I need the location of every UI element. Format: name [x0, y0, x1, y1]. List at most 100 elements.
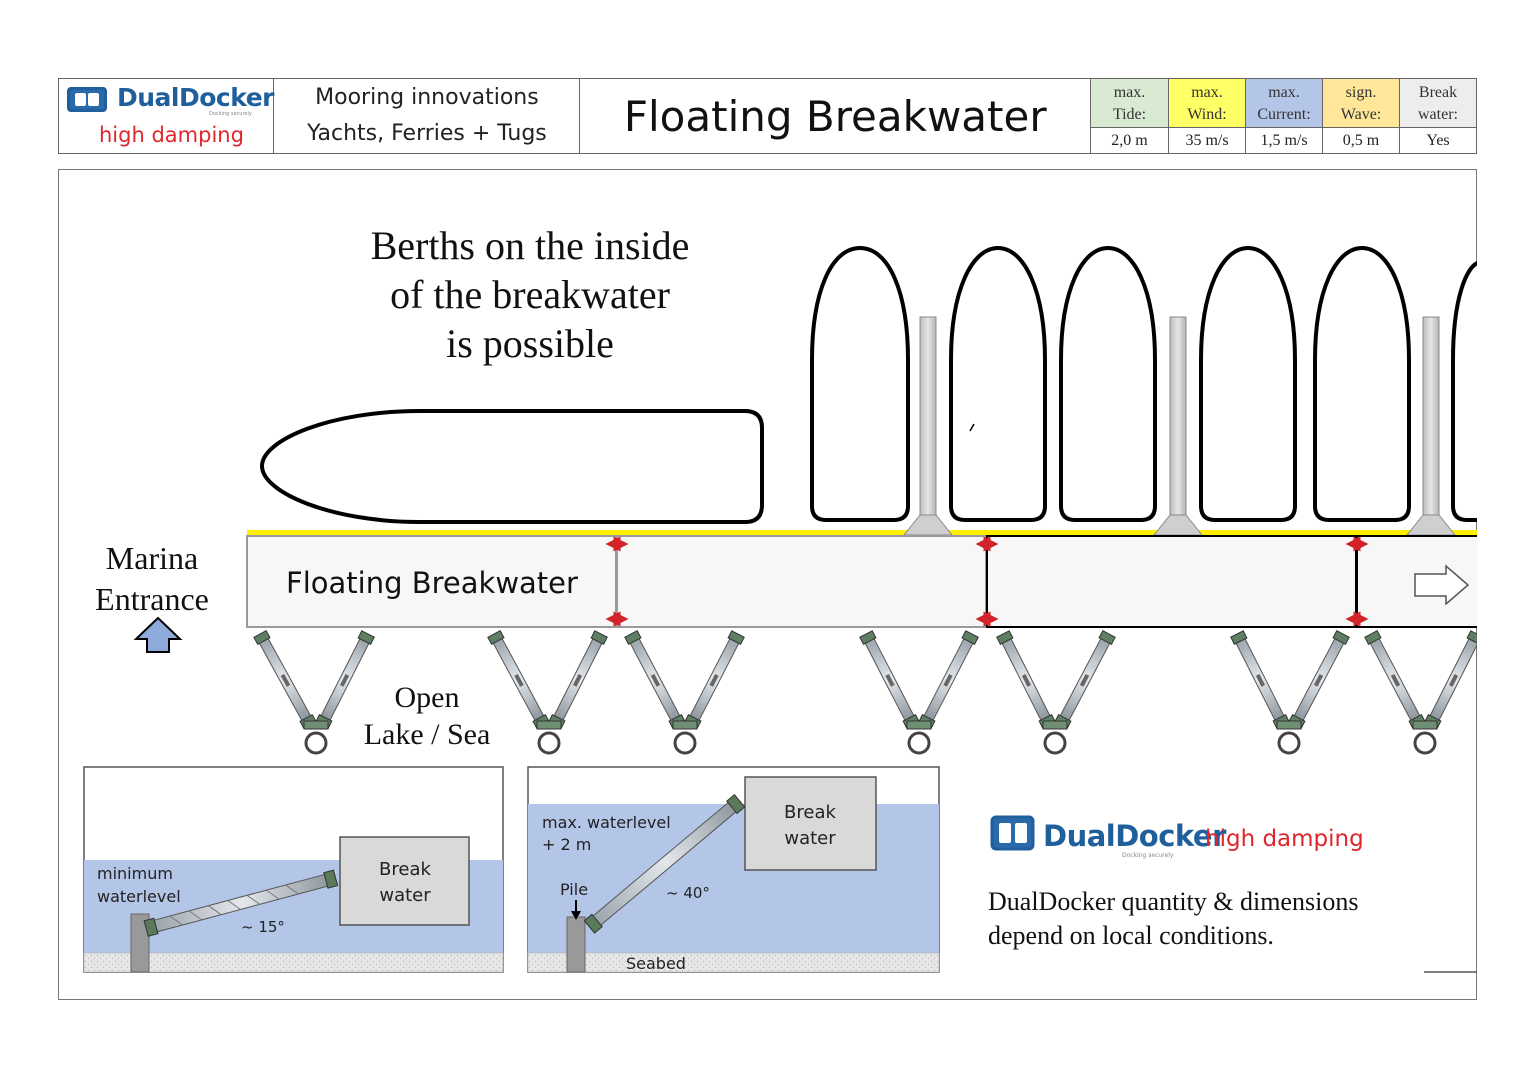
- berth-boat-6-partial: [1451, 261, 1477, 522]
- dualdocker-arm: [1288, 630, 1350, 729]
- breakwater-section-3: [986, 535, 1357, 628]
- header-logo-text: DualDocker: [117, 83, 274, 112]
- dualdocker-arm: [918, 630, 979, 729]
- tagline-line1: Mooring innovations: [315, 85, 539, 110]
- header-logo-tagline: high damping: [99, 123, 244, 147]
- finger-pier-2: [1152, 316, 1204, 536]
- anchor-ring-icon: [1277, 731, 1301, 755]
- detail1-angle: ~ 15°: [241, 918, 285, 936]
- detail2-angle: ~ 40°: [666, 884, 710, 902]
- berth-boat-2: [949, 245, 1047, 522]
- entrance-text-line1: Marina: [106, 540, 198, 576]
- anchor-bracket: [536, 720, 562, 730]
- anchor-bracket: [906, 720, 932, 730]
- detail1-min-line2: waterlevel: [97, 887, 181, 906]
- footer-logo: DualDocker Docking securely high damping: [990, 815, 1364, 859]
- spec-tide-label2: Tide:: [1112, 106, 1147, 123]
- dualdocker-arm: [253, 629, 317, 730]
- spec-breakwater-label2: water:: [1418, 106, 1458, 123]
- spec-tide-label1: max.: [1113, 84, 1146, 101]
- footer-note-line1: DualDocker quantity & dimensions: [988, 887, 1358, 916]
- header-logo-subtext: Docking securely: [209, 111, 252, 117]
- breakwater-label: Floating Breakwater: [286, 566, 578, 600]
- dualdocker-arm: [1230, 630, 1290, 729]
- breakwater-section-1: [246, 535, 617, 628]
- detail2-box-line1: Break: [784, 802, 836, 823]
- entrance-arrow-icon: [133, 616, 183, 653]
- dualdocker-arm: [684, 630, 745, 729]
- spec-tide-label: max. Tide:: [1091, 79, 1168, 128]
- spec-current: max.Current: 1,5 m/s: [1245, 79, 1322, 153]
- entrance-text-line2: Entrance: [95, 581, 209, 617]
- spec-tide: max. Tide: 2,0 m: [1091, 79, 1168, 153]
- anchor-bracket: [303, 720, 329, 730]
- detail-minimum-waterlevel: Break water minimum waterlevel ~ 15°: [83, 766, 504, 973]
- detail1-box-line2: water: [379, 885, 431, 906]
- detail-maximum-waterlevel: Break water max. waterlevel + 2 m Pile ~…: [527, 766, 940, 973]
- dualdocker-arm: [1364, 630, 1426, 729]
- spec-wind: max.Wind: 35 m/s: [1168, 79, 1245, 153]
- spec-wind-label1: max.: [1191, 84, 1223, 101]
- spec-breakwater-label1: Break: [1418, 84, 1458, 101]
- spec-wave-label: sign. Wave:: [1323, 79, 1399, 128]
- header-logo-cell: DualDocker Docking securely high damping: [59, 79, 274, 153]
- breakwater-yellow-edge: [247, 530, 1477, 536]
- footer-logo-subtext: Docking securely: [1122, 852, 1174, 859]
- dualdocker-arm: [1054, 630, 1116, 729]
- dualdocker-arm: [624, 630, 686, 729]
- open-water-line1: Open: [395, 681, 460, 714]
- finger-pier-3: [1405, 316, 1457, 536]
- open-water-line2: Lake / Sea: [364, 718, 491, 751]
- anchor-ring-icon: [537, 731, 561, 755]
- spec-table: max.Tide: 2,0 m max.Wind: 35 m/s max.Cur…: [1091, 79, 1476, 153]
- page-title: Floating Breakwater: [580, 79, 1091, 153]
- spec-current-label: max.Current:: [1246, 79, 1322, 128]
- boat-alongside: [259, 409, 764, 524]
- anchor-bracket: [1276, 720, 1302, 730]
- berths-text-line2: of the breakwater: [390, 272, 670, 317]
- spec-wind-label2: Wind:: [1187, 106, 1227, 123]
- detail2-box-line2: water: [784, 828, 836, 849]
- berth-boat-5: [1313, 245, 1411, 522]
- dualdocker-arm: [859, 630, 920, 729]
- joint-connectors: [605, 536, 1369, 627]
- berths-text-line1: Berths on the inside: [371, 223, 690, 268]
- spec-tide-value: 2,0 m: [1111, 132, 1148, 149]
- footer-note-line2: depend on local conditions.: [988, 921, 1274, 950]
- spec-breakwater-label: Break water:: [1400, 79, 1476, 128]
- spec-wave: sign. Wave: 0,5 m: [1322, 79, 1399, 153]
- mooring-arms: [253, 629, 1477, 755]
- detail2-max-line2: + 2 m: [542, 835, 591, 854]
- spec-breakwater-value: Yes: [1426, 132, 1450, 149]
- berth-boat-1: [810, 245, 910, 522]
- dualdocker-logo-icon: [67, 87, 107, 112]
- berth-boat-4: [1199, 245, 1297, 522]
- dualdocker-arm: [548, 630, 608, 729]
- detail1-min-line1: minimum: [97, 864, 173, 883]
- detail1-box-line1: Break: [379, 859, 431, 880]
- direction-arrow-icon: [1414, 564, 1470, 606]
- breakwater-section-2: [616, 535, 987, 628]
- spec-wave-label1: sign.: [1345, 84, 1377, 101]
- anchor-ring-icon: [1043, 731, 1067, 755]
- spec-current-value: 1,5 m/s: [1260, 132, 1308, 149]
- detail2-pile-label: Pile: [560, 880, 588, 899]
- spec-wave-value: 0,5 m: [1342, 132, 1380, 149]
- detail2-max-line1: max. waterlevel: [542, 813, 671, 832]
- anchor-ring-icon: [673, 731, 697, 755]
- spec-breakwater: Break water: Yes: [1399, 79, 1476, 153]
- anchor-bracket: [1412, 720, 1438, 730]
- finger-pier-1: [902, 316, 954, 536]
- dualdocker-arm: [996, 630, 1056, 729]
- berth-boat-3: [1059, 245, 1157, 522]
- spec-wave-label2: Wave:: [1340, 106, 1382, 123]
- spec-wind-label: max. Wind:: [1169, 79, 1245, 128]
- footer-logo-text: DualDocker: [1043, 819, 1227, 853]
- dualdocker-arm: [315, 630, 375, 729]
- spec-current-label2: Current:: [1257, 106, 1311, 123]
- header-table: DualDocker Docking securely high damping…: [58, 78, 1477, 154]
- detail2-seabed: Seabed: [626, 954, 686, 973]
- anchor-ring-icon: [907, 731, 931, 755]
- anchor-bracket: [1042, 720, 1068, 730]
